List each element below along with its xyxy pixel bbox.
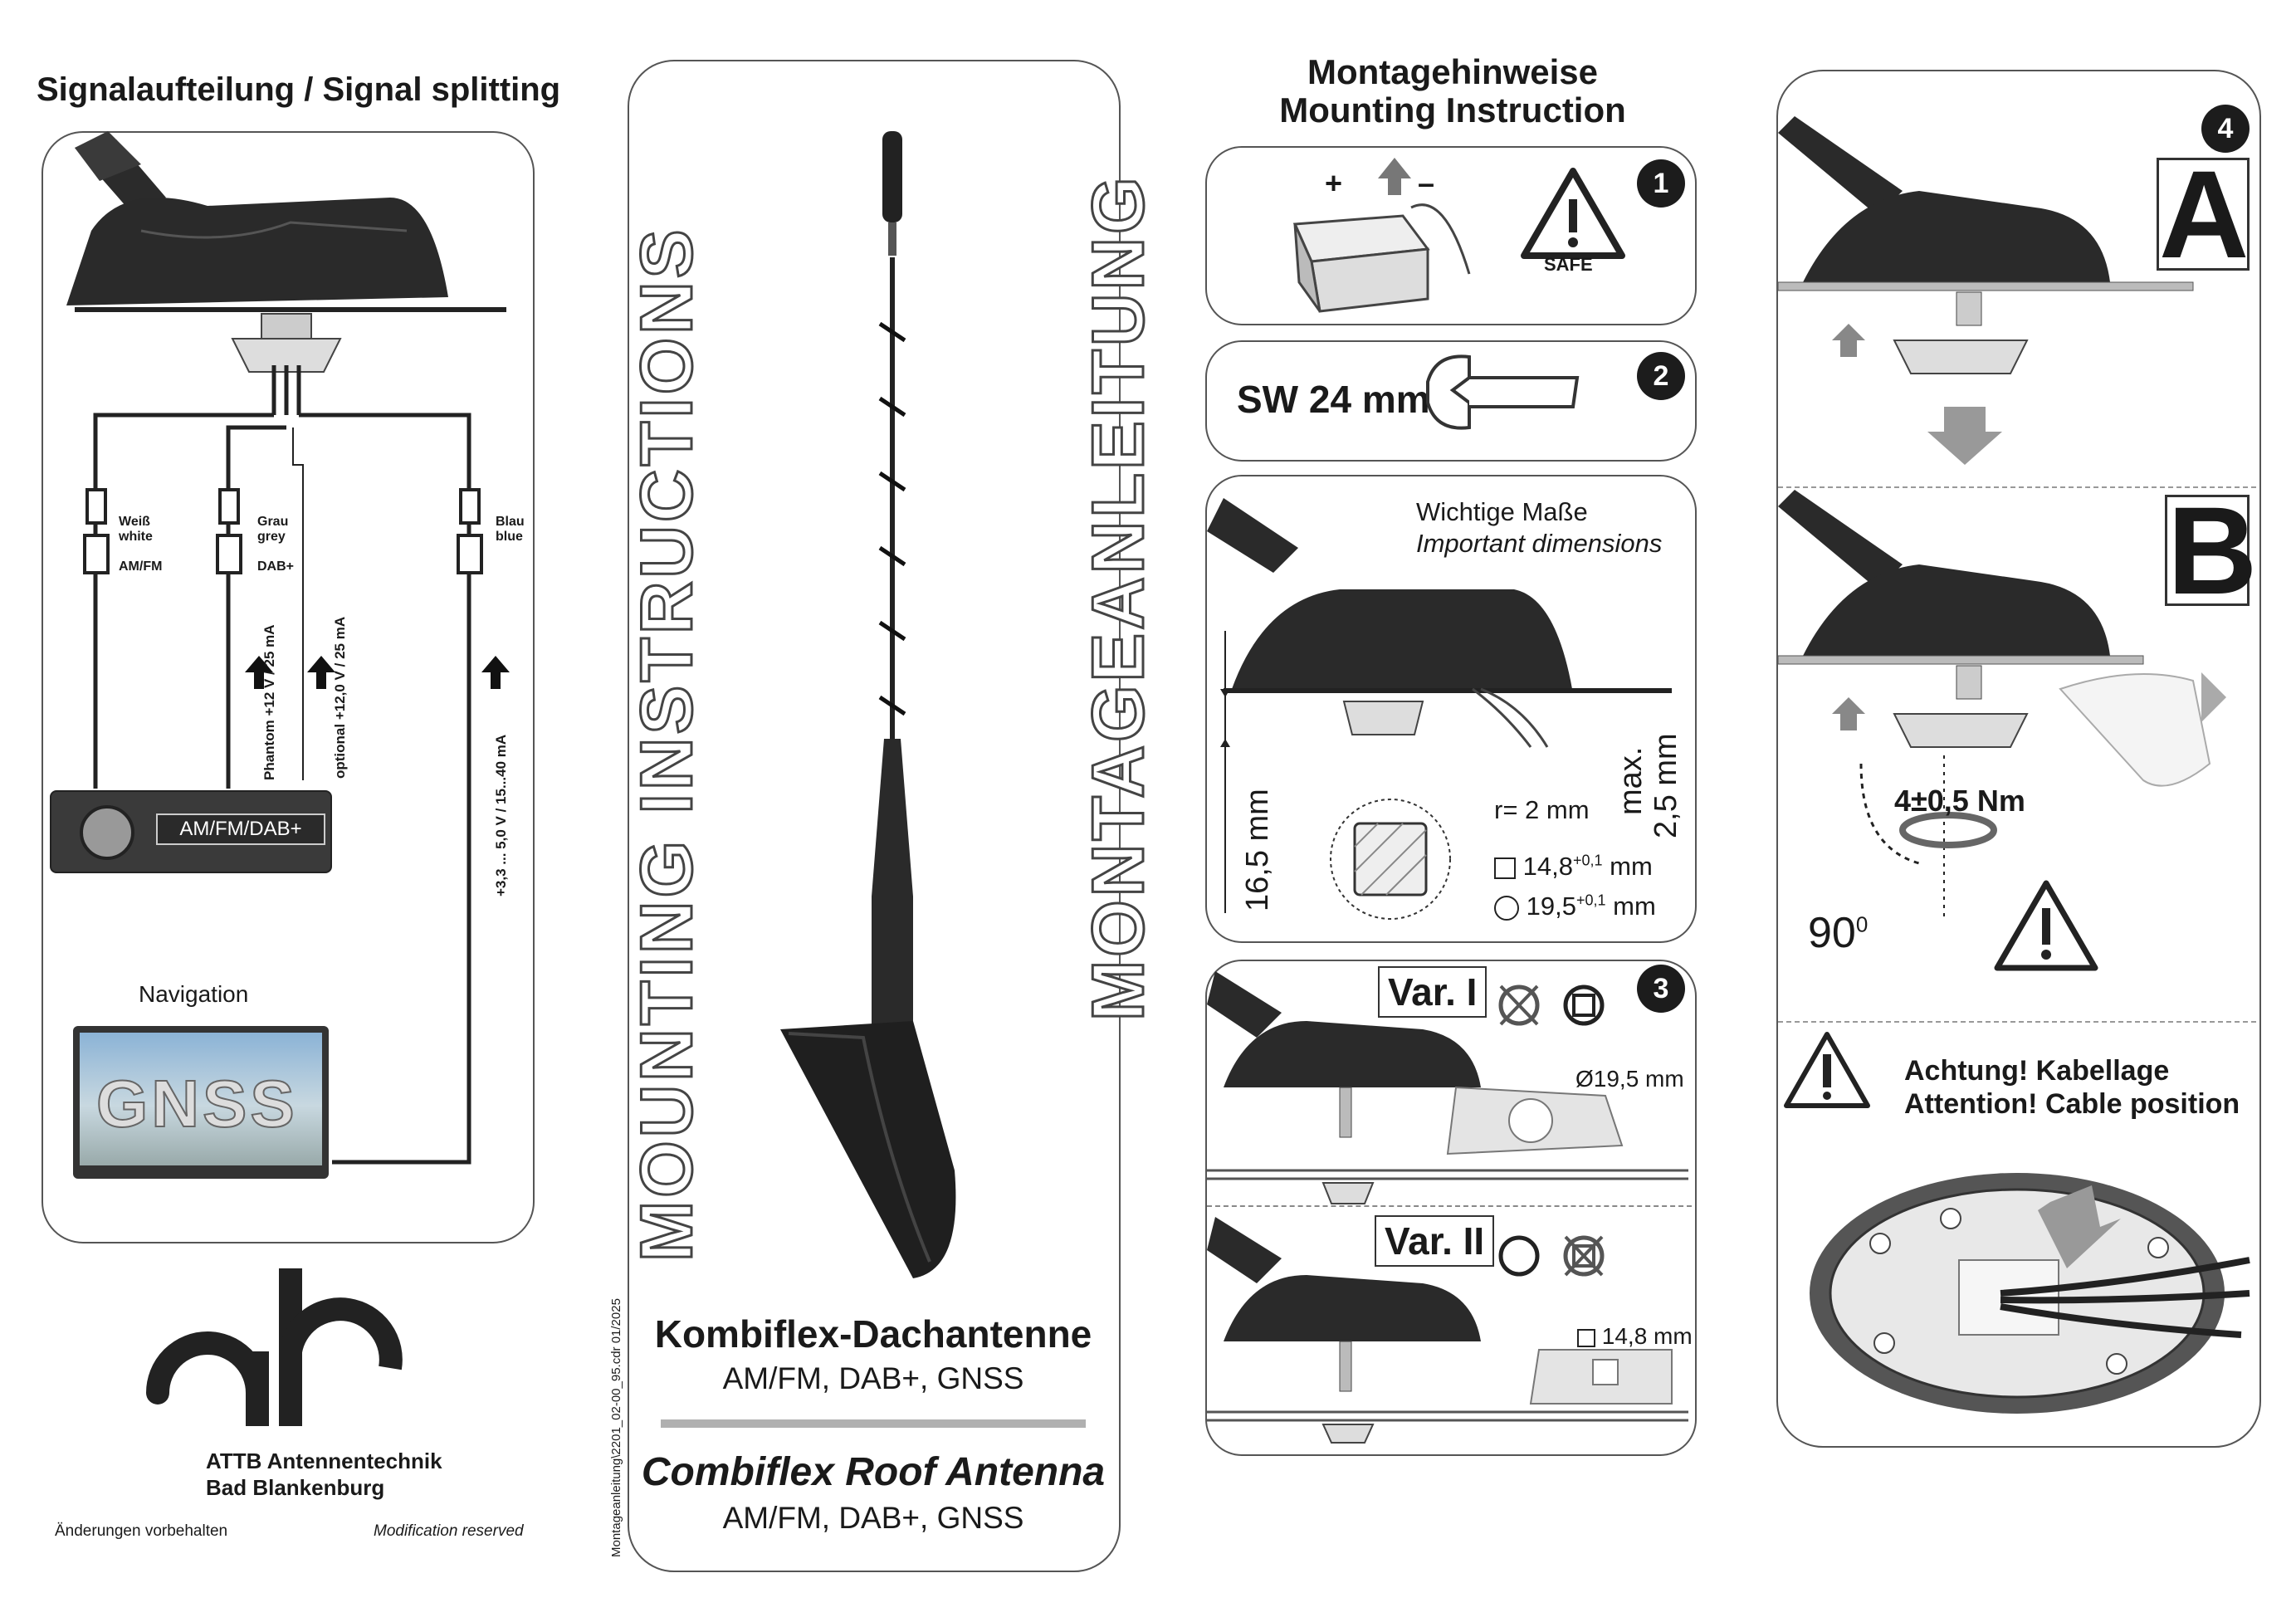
signal-splitting-title: Signalaufteilung / Signal splitting	[37, 71, 561, 108]
modification-reserved-de: Änderungen vorbehalten	[55, 1522, 228, 1540]
step-3-separator	[1207, 1205, 1692, 1207]
vertical-title-en: MOUNTING INSTRUCTIONS	[624, 225, 709, 1263]
variant-2-illustration	[1207, 1217, 1688, 1444]
warning-icon-step-4	[1994, 880, 2098, 971]
step-4-separator-1	[1778, 486, 2256, 488]
wrench-size: SW 24 mm	[1237, 378, 1430, 421]
hole-shape-diagram	[1330, 799, 1451, 920]
company-logo	[146, 1268, 403, 1426]
attention-warning-icon	[1784, 1032, 1870, 1108]
company-name: ATTB Antennentechnik Bad Blankenburg	[206, 1449, 442, 1500]
divider	[661, 1419, 1086, 1428]
option-a-label: A	[2157, 152, 2250, 276]
dimensions-title: Wichtige Maße Important dimensions	[1416, 497, 1663, 558]
navigation-label: Navigation	[139, 981, 249, 1007]
step-4-separator-2	[1778, 1021, 2256, 1023]
phantom-power-label: Phantom +12 V / 25 mA	[261, 624, 277, 780]
cable-position-attention: Achtung! Kabellage Attention! Cable posi…	[1904, 1055, 2240, 1120]
variant-1-hole: Ø19,5 mm	[1575, 1066, 1684, 1092]
navigation-screen: GNSS	[80, 1033, 322, 1165]
angle-value: 900	[1808, 909, 1869, 957]
step-1-number: 1	[1637, 159, 1685, 208]
step-2-number: 2	[1637, 352, 1685, 400]
radio-display: AM/FM/DAB+	[156, 813, 325, 845]
document-id: Montageanleitung\2201_02-00_95.cdr 01/20…	[609, 1298, 623, 1557]
navigation-device: GNSS	[73, 1026, 329, 1179]
dimension-antenna-illustration	[1207, 498, 1672, 748]
square-hole-size: 14,8+0,1 mm	[1494, 852, 1653, 882]
wrench-icon	[1426, 354, 1580, 430]
battery-plus: +	[1325, 166, 1343, 200]
option-b-label: B	[2165, 488, 2257, 613]
antenna-base-illustration	[66, 131, 506, 373]
gnss-power-label: +3,3 ... 5,0 V / 15...40 mA	[493, 734, 509, 896]
gnss-screen-text: GNSS	[95, 1066, 298, 1141]
safe-label: SAFE	[1544, 254, 1593, 275]
step-4-number: 4	[2201, 105, 2250, 153]
step-3-number: 3	[1637, 965, 1685, 1013]
modification-reserved-en: Modification reserved	[374, 1522, 524, 1540]
variant-2-shape-icons	[1498, 1235, 1605, 1277]
square-icon	[1494, 857, 1516, 879]
product-name-en: Combiflex Roof Antenna	[641, 1450, 1106, 1494]
torque-value: 4±0,5 Nm	[1894, 784, 2025, 818]
option-b-illustration	[1777, 490, 2226, 921]
product-bands-de: AM/FM, DAB+, GNSS	[722, 1361, 1024, 1395]
height-dimension: 16,5 mm	[1240, 789, 1275, 911]
step-1-box	[1205, 146, 1697, 325]
battery-minus: –	[1418, 166, 1435, 200]
car-radio: AM/FM/DAB+	[50, 790, 332, 873]
variant-2-label: Var. II	[1375, 1215, 1495, 1267]
round-hole-size: 19,5+0,1 mm	[1494, 892, 1656, 921]
square-icon	[1577, 1328, 1595, 1347]
battery-icon	[1292, 158, 1471, 313]
radio-knob	[80, 805, 134, 860]
variant-1-shape-icons	[1498, 984, 1605, 1026]
warning-icon	[1521, 168, 1625, 259]
circle-icon	[1494, 895, 1519, 921]
optional-power-label: optional +12,0 V / 25 mA	[332, 616, 348, 779]
mounting-title: Montagehinweise Mounting Instruction	[1279, 52, 1626, 129]
antenna-illustration	[780, 131, 956, 1278]
variant-1-label: Var. I	[1378, 966, 1488, 1018]
height-dimension-line	[1220, 631, 1230, 913]
product-name-de: Kombiflex-Dachantenne	[654, 1312, 1092, 1356]
product-panel	[628, 60, 1121, 1572]
corner-radius: r= 2 mm	[1494, 795, 1590, 824]
product-bands-en: AM/FM, DAB+, GNSS	[722, 1501, 1024, 1535]
variant-1-illustration	[1207, 971, 1688, 1204]
max-thickness-a: max.	[1614, 746, 1649, 815]
antenna-underside-illustration	[1810, 1173, 2250, 1414]
max-thickness-b: 2,5 mm	[1649, 733, 1683, 838]
option-a-illustration	[1777, 116, 2194, 465]
vertical-title-de: MONTAGEANLEITUNG	[1076, 173, 1160, 1023]
variant-2-hole: 14,8 mm	[1577, 1323, 1693, 1350]
wiring-diagram	[83, 365, 510, 1165]
